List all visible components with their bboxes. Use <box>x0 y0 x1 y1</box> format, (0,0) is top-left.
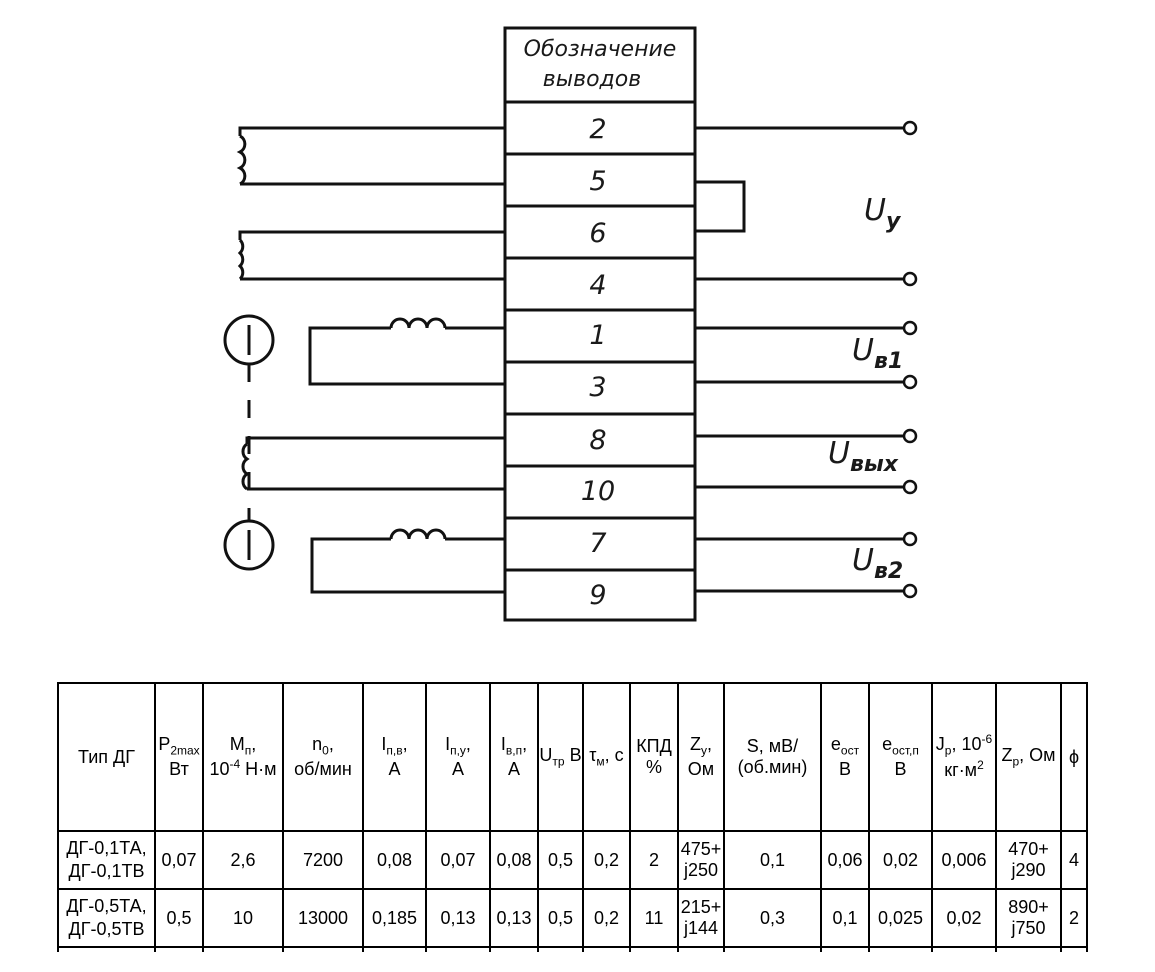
output-terminal <box>902 120 918 136</box>
wiring-diagram: Обозначение выводов 2 5 6 4 1 3 8 10 7 9 <box>223 26 918 622</box>
cell-tm: 0,2 <box>582 830 631 890</box>
cell-kpd: 11 <box>629 888 679 948</box>
terminal-label: 8 <box>589 425 606 456</box>
cell-kpd: 2 <box>629 830 679 890</box>
cell-eost: 0,06 <box>820 830 870 890</box>
terminal-cell <box>503 412 697 468</box>
output-terminal <box>902 271 918 287</box>
cell-zy: 475+j250 <box>677 830 725 890</box>
cell-eostp: 0,02 <box>868 830 933 890</box>
cell-tm: 0,2 <box>582 888 631 948</box>
col-ipv-header: Iп,в,А <box>362 682 427 832</box>
terminal-label: 1 <box>589 320 606 351</box>
voltage-label-u-v1: Uв1 <box>852 333 903 374</box>
cell-n0: 7200 <box>282 830 364 890</box>
voltage-label-u-v2: Uв2 <box>852 543 903 584</box>
terminal-cell <box>503 568 697 622</box>
terminal-header-line-1: Обозначение <box>524 37 677 62</box>
col-type-header: Тип ДГ <box>57 682 156 832</box>
cell-p2max: 0,5 <box>154 888 204 948</box>
terminal-label: 4 <box>589 270 606 301</box>
cell-phi: 2 <box>1060 888 1088 948</box>
terminal-label: 7 <box>589 528 606 559</box>
output-terminal <box>902 479 918 495</box>
cell-ivp: 0,08 <box>489 830 539 890</box>
terminal-label: 9 <box>589 580 606 611</box>
col-tm-header: τм, с <box>582 682 631 832</box>
col-kpd-header: КПД% <box>629 682 679 832</box>
cell-zp: 470+j290 <box>995 830 1062 890</box>
cell-ipy: 0,13 <box>425 888 491 948</box>
cell-ipv: 0,08 <box>362 830 427 890</box>
col-phi-header: ϕ <box>1060 682 1088 832</box>
cell-s: 0,3 <box>723 888 822 948</box>
output-terminal <box>902 320 918 336</box>
voltage-label-u-y: Uу <box>864 193 902 234</box>
jumper-5-6 <box>695 180 746 233</box>
control-winding-2 <box>237 230 505 281</box>
cell-ivp: 0,13 <box>489 888 539 948</box>
cell-jp: 0,006 <box>931 830 997 890</box>
col-utr-header: Uтр В <box>537 682 584 832</box>
cell-type: ДГ-0,5ТА,ДГ-0,5ТВ <box>57 888 156 948</box>
table-row: ДГ-0,1ТА,ДГ-0,1ТВ 0,07 2,6 7200 0,08 0,0… <box>57 830 1088 890</box>
cell-type: ДГ-0,1ТА,ДГ-0,1ТВ <box>57 830 156 890</box>
cell-jp: 0,02 <box>931 888 997 948</box>
terminal-header-cell <box>503 26 697 104</box>
cell-ipv: 0,185 <box>362 888 427 948</box>
cell-mp: 10 <box>202 888 284 948</box>
output-terminal <box>902 583 918 599</box>
col-mp-header: Mп,10-4 Н·м <box>202 682 284 832</box>
cell-eostp: 0,025 <box>868 888 933 948</box>
excitation-winding-1 <box>223 314 505 386</box>
output-terminal <box>902 531 918 547</box>
terminal-cell <box>503 516 697 572</box>
output-terminal-points <box>902 120 918 599</box>
control-winding-1 <box>236 126 505 186</box>
output-leads <box>695 126 904 593</box>
col-zp-header: Zр, Ом <box>995 682 1062 832</box>
terminal-label: 2 <box>589 114 606 145</box>
table-row: ДГ-0,5ТА,ДГ-0,5ТВ 0,5 10 13000 0,185 0,1… <box>57 888 1088 948</box>
cell-eost: 0,1 <box>820 888 870 948</box>
terminal-label: 3 <box>589 372 606 403</box>
cell-p2max: 0,07 <box>154 830 204 890</box>
output-terminal <box>902 428 918 444</box>
terminal-label: 10 <box>581 476 615 507</box>
voltage-label-u-out: Uвых <box>828 436 899 477</box>
col-ivp-header: Iв,п,А <box>489 682 539 832</box>
cell-s: 0,1 <box>723 830 822 890</box>
cell-utr: 0,5 <box>537 888 584 948</box>
cell-zy: 215+j144 <box>677 888 725 948</box>
excitation-winding-2 <box>223 519 505 594</box>
terminal-cell <box>503 308 697 364</box>
col-s-header: S, мВ/(об.мин) <box>723 682 822 832</box>
cell-ipy: 0,07 <box>425 830 491 890</box>
cell-utr: 0,5 <box>537 830 584 890</box>
col-n0-header: n0,об/мин <box>282 682 364 832</box>
output-winding <box>241 436 505 491</box>
col-zy-header: Zу,Ом <box>677 682 725 832</box>
cell-phi: 4 <box>1060 830 1088 890</box>
terminal-label: 6 <box>589 218 606 249</box>
cell-mp: 2,6 <box>202 830 284 890</box>
terminal-block: Обозначение выводов 2 5 6 4 1 3 8 10 7 9 <box>503 26 697 622</box>
terminal-header-line-2: выводов <box>543 67 641 92</box>
terminal-label: 5 <box>589 166 606 197</box>
excitation-2-circle-symbol <box>223 519 275 571</box>
col-ipy-header: Iп,у,А <box>425 682 491 832</box>
table-row-cut <box>57 946 1088 952</box>
output-terminal <box>902 374 918 390</box>
cell-n0: 13000 <box>282 888 364 948</box>
cell-zp: 890+j750 <box>995 888 1062 948</box>
